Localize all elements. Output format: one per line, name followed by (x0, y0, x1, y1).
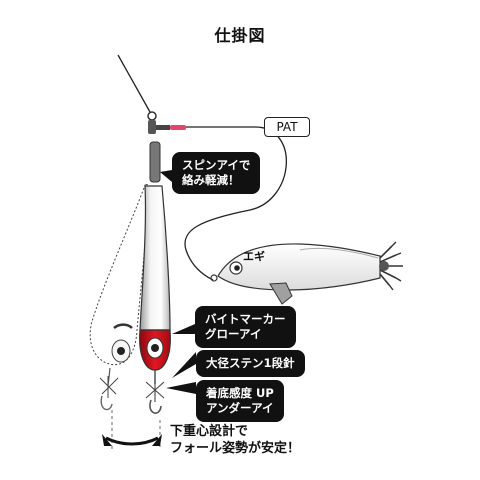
shadow-assist-hook-icon (99, 367, 119, 411)
callout-line: 着底感度 UP (206, 386, 274, 400)
page-title: 仕掛図 (214, 26, 266, 45)
shadow-eye (111, 323, 133, 363)
main-line (117, 54, 151, 113)
callout-contact: 着底感度 UP アンダーアイ (196, 380, 284, 422)
leader-line (184, 126, 287, 281)
note-line: 下重心設計で (170, 424, 249, 439)
callout-bite-marker: バイトマーカー グローアイ (195, 306, 296, 348)
egi-hook-icon (379, 241, 403, 291)
egi-lure (210, 243, 381, 305)
snap-ring (147, 111, 157, 121)
note-line: フォール姿勢が安定！ (170, 441, 301, 456)
callout-spin-eye: スピンアイで 絡み軽減！ (172, 152, 261, 194)
double-arrow-icon (102, 434, 162, 446)
pat-badge: PAT (264, 117, 310, 137)
callout-line: 大径ステン1段針 (206, 356, 295, 370)
metal-jig (139, 141, 171, 371)
callout-pointer-contact (166, 382, 196, 394)
callout-line: スピンアイで (182, 158, 251, 172)
hook-icon (145, 370, 165, 414)
callout-line: グローアイ (205, 327, 262, 341)
swivel-icon (148, 120, 186, 134)
callout-hook: 大径ステン1段針 (196, 350, 305, 377)
callout-pointer-hook (172, 352, 196, 378)
stability-note: 下重心設計で フォール姿勢が安定！ (170, 423, 300, 457)
callout-pointer-bite (172, 324, 195, 334)
callout-line: 絡み軽減！ (182, 173, 240, 187)
callout-line: アンダーアイ (206, 401, 274, 415)
callout-line: バイトマーカー (205, 312, 286, 326)
callout-pointer-spin (160, 170, 172, 182)
egi-label: エギ (243, 250, 265, 263)
